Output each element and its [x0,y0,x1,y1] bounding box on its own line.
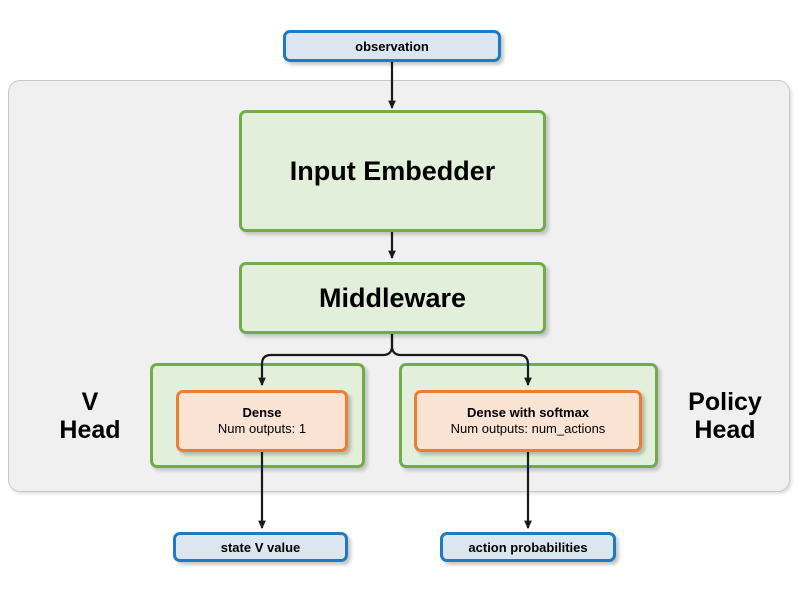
action-probabilities-node[interactable]: action probabilities [440,532,616,562]
middleware-node[interactable]: Middleware [239,262,546,334]
v-head-dense-title: Dense [242,404,282,420]
input-embedder-node[interactable]: Input Embedder [239,110,546,232]
observation-node[interactable]: observation [283,30,501,62]
v-head-dense-node[interactable]: Dense Num outputs: 1 [176,390,348,452]
policy-head-dense-subtitle: Num outputs: num_actions [450,421,606,436]
action-probabilities-label: action probabilities [468,539,588,555]
state-v-value-node[interactable]: state V value [173,532,348,562]
policy-head-caption-line1: Policy [688,388,762,416]
policy-head-caption: Policy Head [660,380,790,452]
policy-head-dense-title: Dense with softmax [466,404,590,420]
middleware-label: Middleware [318,282,467,313]
v-head-caption-line1: V [81,388,99,416]
v-head-caption-line2: Head [59,416,121,444]
policy-head-caption-line2: Head [694,416,756,444]
v-head-dense-subtitle: Num outputs: 1 [217,421,307,436]
policy-head-dense-node[interactable]: Dense with softmax Num outputs: num_acti… [414,390,642,452]
state-v-value-label: state V value [220,539,301,555]
v-head-caption: V Head [30,380,150,452]
observation-label: observation [355,38,429,54]
input-embedder-label: Input Embedder [289,155,496,186]
